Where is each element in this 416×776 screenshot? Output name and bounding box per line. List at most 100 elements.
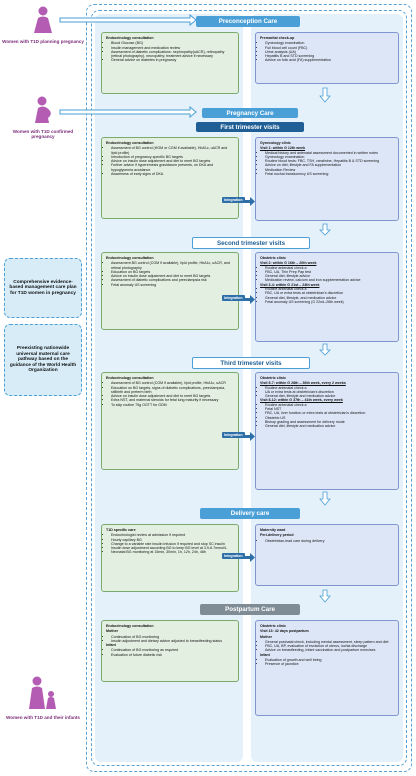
integration-tag: Integration bbox=[222, 553, 245, 559]
integration-arrow bbox=[239, 197, 255, 206]
list-item: Insulin management and medication review bbox=[111, 46, 234, 50]
persona-confirmed-label: Women with T1D confirmed pregnancy bbox=[12, 129, 74, 140]
item-list: Gynecology examination Full blood cell c… bbox=[260, 41, 394, 62]
card-title: Endocrinology consultation bbox=[106, 36, 154, 40]
list-item: Assessment of diabetic complications and… bbox=[111, 278, 234, 282]
mother-child-icon bbox=[29, 676, 56, 709]
banner-second-trimester: Second trimester visits bbox=[192, 237, 310, 249]
list-item: Extra NST, and maternal steroids for fet… bbox=[111, 398, 234, 402]
list-item: FBC, UA, Thin Prep Pap test bbox=[265, 270, 394, 274]
list-item: Awareness of early signs of DKA bbox=[111, 172, 234, 176]
visit-label: Visit 3-4: within G 21st – 24th week bbox=[260, 282, 320, 287]
list-item: Education on BG targets, signs of diabet… bbox=[111, 386, 234, 395]
list-item: Assessment of BG control (CGM if availab… bbox=[111, 381, 234, 385]
card-title: Obstetric clinic bbox=[260, 376, 286, 380]
list-item: Routine antenatal check a bbox=[265, 266, 394, 270]
card-title: Endocrinology consultation bbox=[106, 256, 154, 260]
down-arrow-1 bbox=[319, 87, 331, 103]
card-title: Maternity ward bbox=[260, 528, 286, 532]
down-arrow-5 bbox=[319, 589, 331, 603]
arrow-confirmed bbox=[59, 105, 197, 119]
card-title: Endocrinology consultation bbox=[106, 376, 154, 380]
item-list: Routine antenatal check a FBC, UA, Thin … bbox=[260, 266, 394, 283]
item-list: Continuation of BG monitoring as require… bbox=[106, 648, 234, 657]
card-t3-obstetric: Obstetric clinic Visit 5-7: within G 28t… bbox=[255, 372, 399, 490]
list-item: Gynecology examination bbox=[265, 155, 394, 159]
card-t1-endocrinology: Endocrinology consultation Assessment of… bbox=[101, 137, 239, 219]
card-pp-endocrinology: Endocrinology consultation Mother Contin… bbox=[101, 620, 239, 682]
card-pre-endocrinology: Endocrinology consultation Blood Glucose… bbox=[101, 32, 239, 94]
persona-infants: Women with T1D and their infants bbox=[2, 676, 84, 720]
list-item: Endocrinologist review at admission if r… bbox=[111, 533, 234, 537]
list-item: Medication review, calcium and iron supp… bbox=[265, 278, 394, 282]
period-label: Peri-delivery period bbox=[260, 533, 294, 538]
list-item: Routine antenatal check a bbox=[265, 287, 394, 291]
mother-label: Mother bbox=[106, 629, 118, 634]
integration-arrow bbox=[239, 295, 255, 304]
list-item: Education on BG targets bbox=[111, 270, 234, 274]
list-item: Change to a variable rate insulin infusi… bbox=[111, 542, 234, 546]
list-item: Continuation of BG monitoring bbox=[111, 635, 234, 639]
down-arrow-4 bbox=[319, 491, 331, 506]
list-item: FBC, UA, liver function or extra tests a… bbox=[265, 411, 394, 415]
list-item: Presence of jaundice bbox=[265, 662, 394, 666]
legend-pathway-text: Preexisting nationwide universal materna… bbox=[9, 346, 77, 374]
banner-preconception: Preconception Care bbox=[196, 16, 300, 27]
item-list: Evaluation of growth and well being Pres… bbox=[260, 658, 394, 667]
card-pp-obstetric: Obstetric clinic Visit 13: 42 days postp… bbox=[255, 620, 399, 716]
list-item: General diet, lifestyle advice bbox=[265, 274, 394, 278]
card-title: Obstetric clinic bbox=[260, 624, 286, 628]
item-list: Endocrinologist review at admission if r… bbox=[106, 533, 234, 554]
persona-planning-label: Women with T1D planning pregnancy bbox=[2, 39, 84, 44]
list-item: Blood Glucose (BG) bbox=[111, 41, 234, 45]
visit-label: Visit 5-7: within G 28th – 36th week, ev… bbox=[260, 381, 346, 386]
list-item: Neonatal BG monitoring at 15min, 30min, … bbox=[111, 550, 234, 554]
list-item: General diet, lifestyle, and medication … bbox=[265, 296, 394, 300]
banner-pregnancy: Pregnancy Care bbox=[202, 108, 298, 118]
arrow-planning bbox=[59, 13, 197, 27]
list-item: Fetal anomaly US screening (G 22nd–26th … bbox=[265, 300, 394, 304]
visit-label: Visit 8-12: within G 37th – 41th week, e… bbox=[260, 398, 343, 403]
item-list: Obstetrician-lead care during delivery bbox=[260, 539, 394, 543]
visit-label: Visit 1: within G 12th week bbox=[260, 146, 306, 151]
integration-tag: Integration bbox=[222, 295, 245, 301]
list-item: Medical history and antenatal assessment… bbox=[265, 151, 394, 155]
card-delivery-t1d: T1D specific care Endocrinologist review… bbox=[101, 524, 239, 592]
card-title: Premarital check-up bbox=[260, 36, 295, 40]
list-item: Obstetrician-lead care during delivery bbox=[265, 539, 394, 543]
list-item: Full blood cell count (FBC) bbox=[265, 46, 394, 50]
list-item: General diet, lifestyle and medication a… bbox=[265, 424, 394, 428]
card-title: T1D specific care bbox=[106, 528, 136, 532]
item-list: Assessment of BG control (CGM if availab… bbox=[106, 381, 234, 407]
list-item: FBC, UA, BP, evaluation of involution of… bbox=[265, 644, 394, 648]
card-title: Endocrinology consultation bbox=[106, 141, 154, 145]
legend-care-plan: Comprehensive evidence-based management … bbox=[4, 258, 82, 318]
card-title: Obstetric clinic bbox=[260, 256, 286, 260]
item-list: Routine antenatal check a UA or extra te… bbox=[260, 386, 394, 399]
item-list: Blood Glucose (BG) Insulin management an… bbox=[106, 41, 234, 62]
list-item: Hepatitis B and STD screening bbox=[265, 54, 394, 58]
integration-tag: Integration bbox=[222, 432, 245, 438]
list-item: Routine blood tests: FBC, TSH, creatinin… bbox=[265, 159, 394, 163]
legend-care-plan-text: Comprehensive evidence-based management … bbox=[9, 279, 77, 296]
item-list: Medical history and antenatal assessment… bbox=[260, 151, 394, 177]
persona-planning: Women with T1D planning pregnancy bbox=[2, 6, 84, 44]
item-list: Continuation of BG monitoring Insulin ad… bbox=[106, 635, 234, 644]
list-item: Medication Review bbox=[265, 168, 394, 172]
list-item: Assessment of diabetic complications: ne… bbox=[111, 50, 234, 59]
card-title: Gynecology clinic bbox=[260, 141, 291, 145]
integration-tag: Integration bbox=[222, 197, 245, 203]
list-item: Assessment of BG control (HGM or CGM if … bbox=[111, 146, 234, 155]
persona-infants-label: Women with T1D and their infants bbox=[6, 715, 80, 720]
list-item: Fetal anomaly US screening bbox=[111, 283, 234, 287]
list-item: Insulin dose adjustment according BG to … bbox=[111, 546, 234, 550]
inner-frame bbox=[91, 10, 407, 766]
list-item: Bishop grading and assessment for delive… bbox=[265, 420, 394, 424]
list-item: Gynecology examination bbox=[265, 41, 394, 45]
legend-maternal-pathway: Preexisting nationwide universal materna… bbox=[4, 324, 82, 396]
card-delivery-ward: Maternity ward Peri-delivery period Obst… bbox=[255, 524, 399, 586]
list-item: General advice on diabetes in pregnancy bbox=[111, 58, 234, 62]
visit-label: Visit 2: within G 16th – 20th week bbox=[260, 261, 317, 266]
